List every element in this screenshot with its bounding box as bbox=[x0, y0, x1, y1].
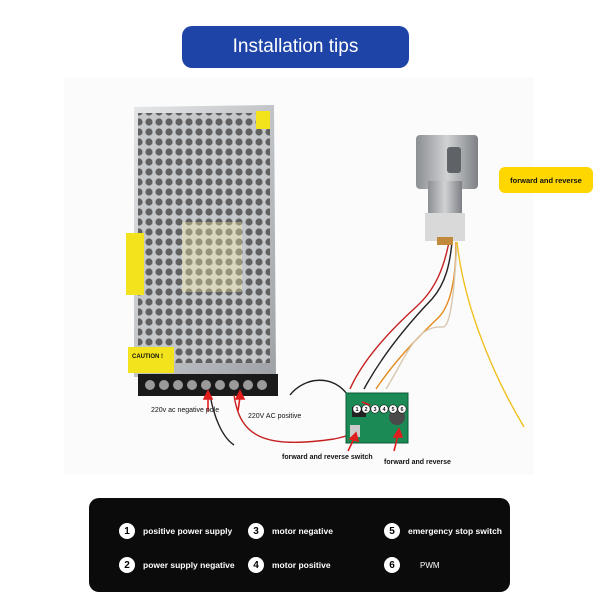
gear-motor bbox=[416, 135, 478, 245]
forward-reverse-label: forward and reverse bbox=[384, 459, 451, 466]
wires bbox=[209, 241, 525, 446]
legend-number: 6 bbox=[384, 557, 400, 573]
legend-number: 2 bbox=[119, 557, 135, 573]
legend-label: power supply negative bbox=[143, 560, 235, 570]
terminal-number: 1 bbox=[355, 407, 358, 413]
legend-number: 1 bbox=[119, 523, 135, 539]
wiring-illustration: CAUTION ! bbox=[126, 105, 525, 452]
annotation-arrows bbox=[202, 389, 404, 452]
legend-label: motor negative bbox=[272, 526, 333, 536]
terminal-number: 5 bbox=[391, 407, 394, 413]
ac-positive-label: 220V AC positive bbox=[248, 413, 302, 420]
legend-label: positive power supply bbox=[143, 526, 233, 536]
wiring-legend: 1 positive power supply 2 power supply n… bbox=[89, 498, 510, 592]
legend-item: 1 positive power supply bbox=[119, 523, 232, 539]
psu-caution-text: CAUTION ! bbox=[132, 354, 163, 360]
power-supply: CAUTION ! bbox=[126, 105, 278, 396]
legend-item: 4 motor positive bbox=[248, 557, 331, 573]
legend-label: emergency stop switch bbox=[408, 526, 503, 536]
legend-item: 5 emergency stop switch bbox=[384, 523, 502, 539]
page-title: Installation tips bbox=[182, 26, 409, 68]
legend-item: 3 motor negative bbox=[248, 523, 333, 539]
legend-number: 4 bbox=[248, 557, 264, 573]
legend-item: 2 power supply negative bbox=[119, 557, 235, 573]
legend-item: 6 PWM bbox=[384, 557, 440, 573]
wiring-photo: CAUTION ! bbox=[64, 77, 593, 475]
ac-negative-label: 220v ac negative pole bbox=[151, 407, 220, 414]
terminal-number: 3 bbox=[373, 407, 376, 413]
terminal-number: 2 bbox=[364, 407, 367, 413]
legend-number: 3 bbox=[248, 523, 264, 539]
switch-label: forward and reverse switch bbox=[282, 454, 373, 461]
legend-label: PWM bbox=[420, 560, 440, 570]
terminal-number: 6 bbox=[400, 407, 403, 413]
terminal-number: 4 bbox=[382, 407, 386, 413]
forward-reverse-badge: forward and reverse bbox=[499, 167, 593, 193]
legend-number: 5 bbox=[384, 523, 400, 539]
legend-label: motor positive bbox=[272, 560, 331, 570]
terminal-screws bbox=[145, 380, 267, 390]
terminal-number-markers bbox=[352, 404, 407, 414]
